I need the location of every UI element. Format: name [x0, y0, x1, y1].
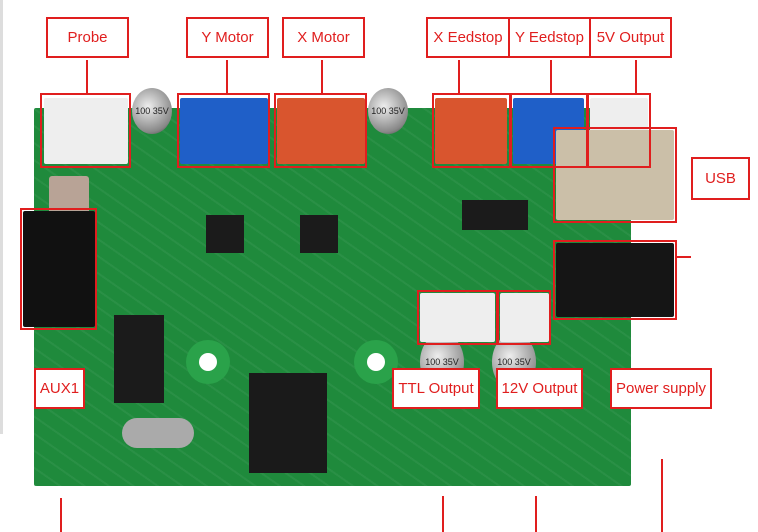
label-x-motor: X Motor	[282, 17, 365, 58]
leader-line	[442, 496, 444, 532]
x-endstop-highlight	[432, 93, 511, 168]
label-y-endstop: Y Eedstop	[508, 17, 591, 58]
label-usb: USB	[691, 157, 750, 200]
ttl-connector	[420, 293, 495, 342]
capacitor: 100 35V	[368, 88, 408, 134]
mount-hole	[186, 340, 230, 384]
5v-highlight	[587, 93, 651, 168]
y-driver-chip	[206, 215, 244, 253]
label-5v-output: 5V Output	[589, 17, 672, 58]
leader-line	[226, 60, 228, 93]
x-motor-connector	[277, 98, 365, 164]
leader-line	[86, 60, 88, 93]
leader-line	[60, 498, 62, 532]
usb-port	[556, 130, 674, 220]
label-ttl-output: TTL Output	[392, 368, 480, 409]
label-power-supply: Power supply	[610, 368, 712, 409]
x-endstop-connector	[435, 98, 507, 164]
leader-line	[677, 256, 691, 258]
x-driver-chip	[300, 215, 338, 253]
leader-line	[661, 459, 663, 532]
label-aux1: AUX1	[34, 368, 85, 409]
label-x-endstop: X Eedstop	[426, 17, 510, 58]
label-probe: Probe	[46, 17, 129, 58]
power-jack	[556, 243, 674, 317]
aux1-connector	[23, 211, 95, 327]
mcu-chip	[114, 315, 164, 403]
left-edge	[0, 0, 3, 434]
mount-hole	[354, 340, 398, 384]
y-motor-connector	[180, 98, 268, 164]
leader-line	[458, 60, 460, 93]
leader-line	[535, 496, 537, 532]
label-12v-output: 12V Output	[496, 368, 583, 409]
probe-highlight	[40, 93, 131, 168]
12v-connector	[500, 293, 549, 342]
probe-connector	[44, 98, 128, 164]
aux1-highlight	[20, 208, 97, 330]
x-motor-highlight	[274, 93, 367, 168]
power-highlight	[553, 240, 677, 320]
regulator	[249, 373, 327, 473]
y-motor-highlight	[177, 93, 270, 168]
usb-chip	[462, 200, 528, 230]
leader-line	[321, 60, 323, 93]
label-y-motor: Y Motor	[186, 17, 269, 58]
leader-line	[635, 60, 637, 93]
crystal	[122, 418, 194, 448]
12v-highlight	[497, 290, 551, 345]
usb-highlight	[553, 127, 677, 223]
leader-line	[550, 60, 552, 93]
ttl-highlight	[417, 290, 498, 345]
capacitor: 100 35V	[132, 88, 172, 134]
